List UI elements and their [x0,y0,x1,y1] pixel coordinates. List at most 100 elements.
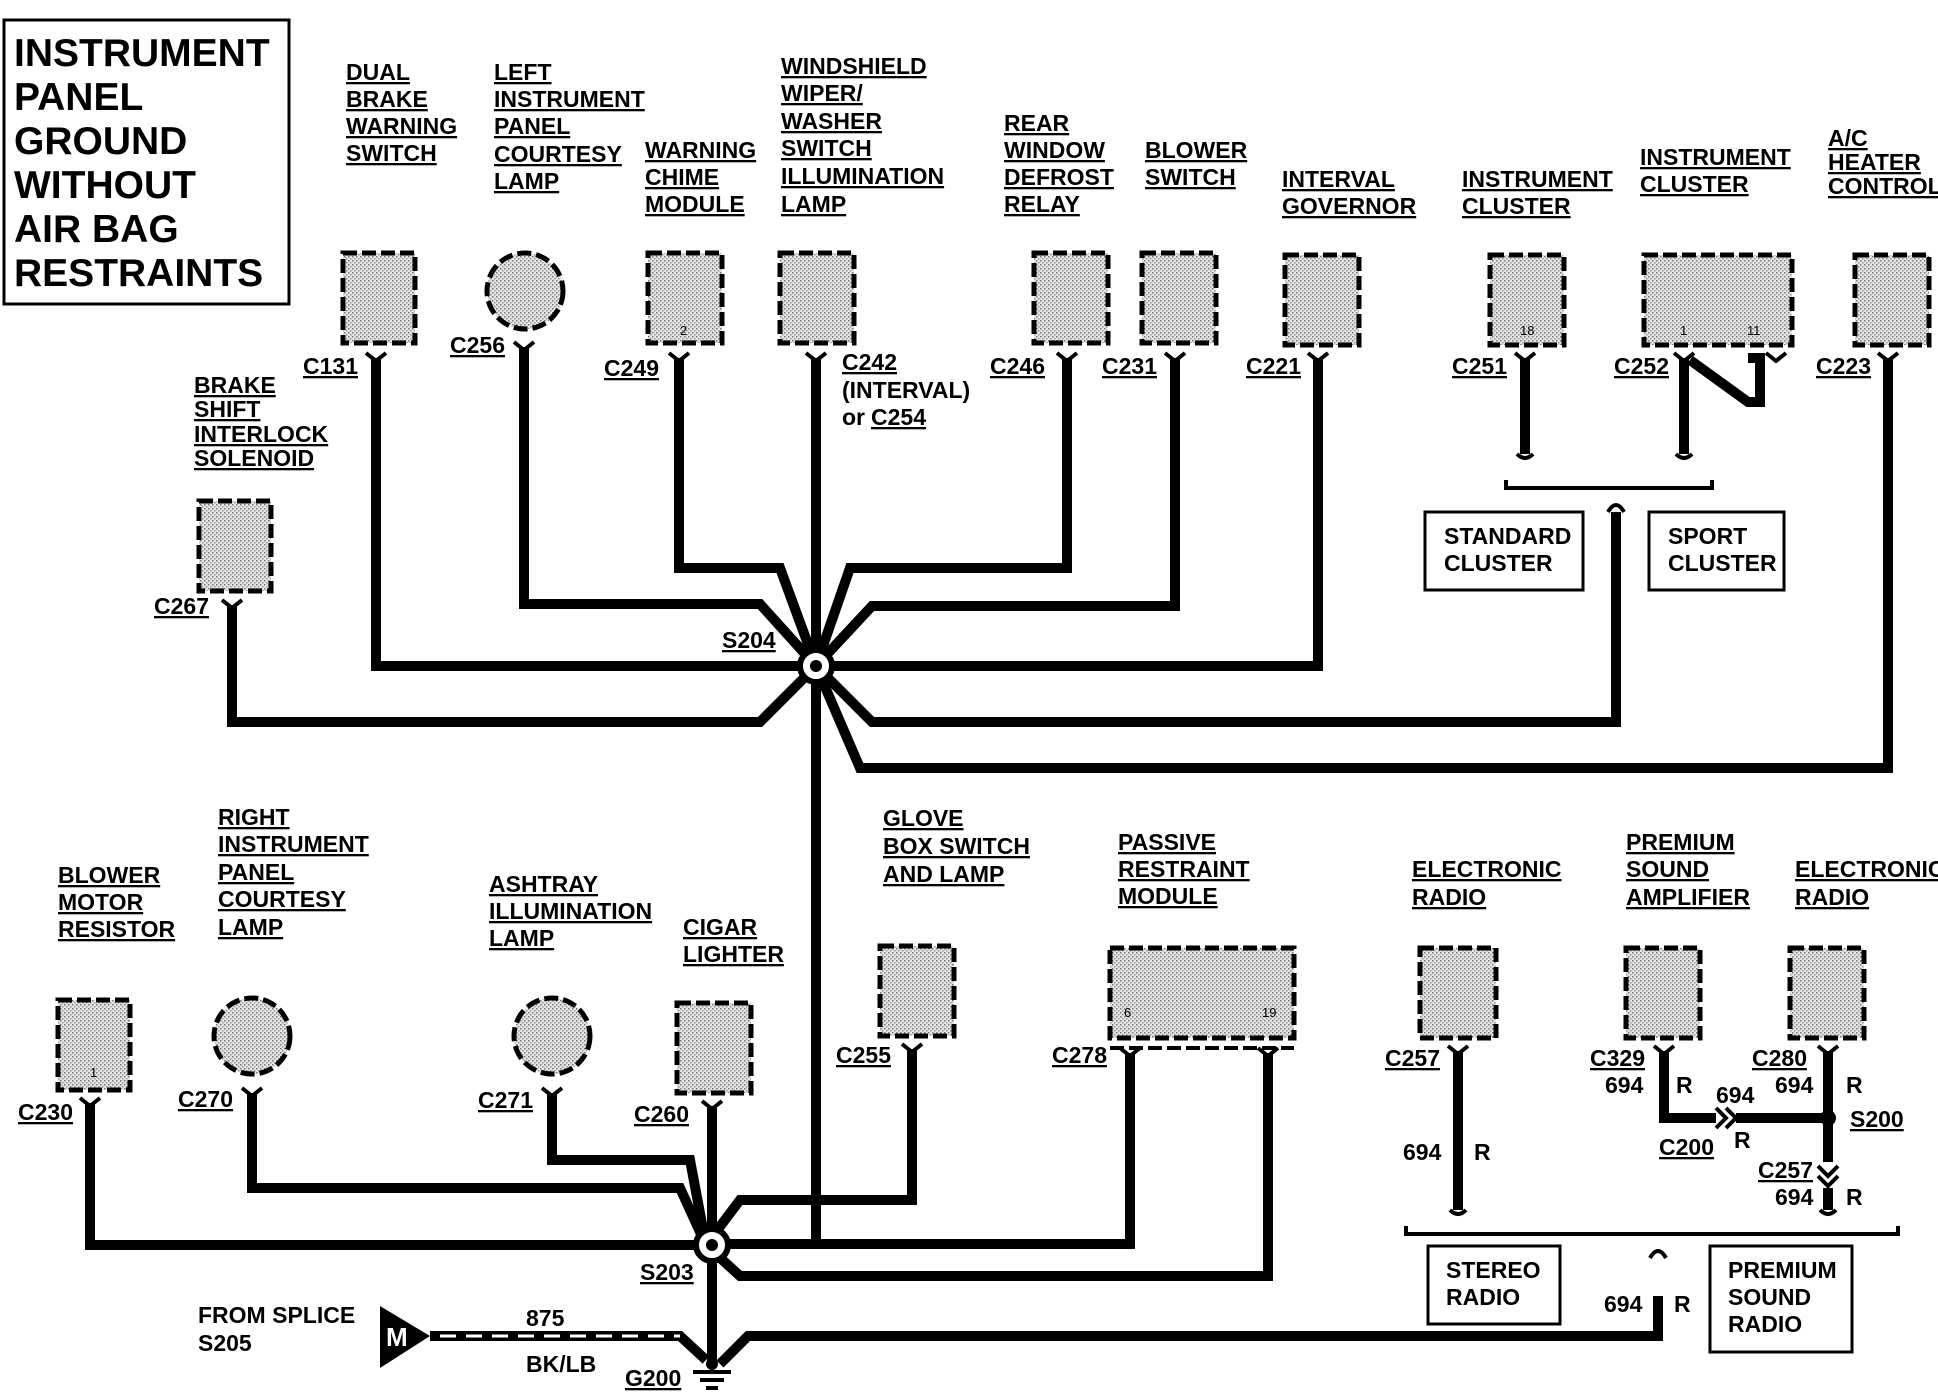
svg-text:MOTOR: MOTOR [58,889,144,915]
svg-text:INSTRUMENT: INSTRUMENT [14,32,270,75]
svg-text:AIR BAG: AIR BAG [14,208,179,251]
svg-text:CIGAR: CIGAR [683,914,758,940]
svg-text:WASHER: WASHER [781,108,882,134]
svg-text:C221: C221 [1246,353,1301,379]
windshield-wiper-switch-lamp: WINDSHIELD WIPER/ WASHER SWITCH ILLUMINA… [777,53,970,430]
svg-text:G200: G200 [625,1365,681,1391]
svg-text:COURTESY: COURTESY [494,141,622,167]
radio-wiring: 694 R 694 R 694 R C200 694 R C257 694 R … [1403,1051,1900,1317]
svg-text:PANEL: PANEL [14,76,143,119]
svg-text:A/C: A/C [1828,125,1868,151]
splice-s204: S204 [722,627,776,653]
radio-option-boxes: STEREO RADIO PREMIUM SOUND RADIO [1426,1244,1854,1354]
svg-text:PASSIVE: PASSIVE [1118,829,1216,855]
svg-text:C231: C231 [1102,353,1157,379]
svg-text:R: R [1734,1127,1751,1153]
svg-text:WINDOW: WINDOW [1004,137,1105,163]
splice-s203: S203 [640,1259,694,1285]
left-instrument-panel-courtesy-lamp: LEFT INSTRUMENT PANEL COURTESY LAMP C256 [450,59,645,358]
svg-text:PREMIUM: PREMIUM [1728,1257,1837,1283]
ground-feed-s205: FROM SPLICE S205 M 875 BK/LB G200 [198,1302,710,1391]
svg-text:S204: S204 [722,627,776,653]
svg-text:SOLENOID: SOLENOID [194,445,314,471]
svg-text:HEATER: HEATER [1828,149,1921,175]
svg-text:694: 694 [1775,1072,1814,1098]
glove-box-switch-lamp: GLOVE BOX SWITCH AND LAMP C255 [836,805,1030,1068]
svg-text:C260: C260 [634,1101,689,1127]
svg-text:ILLUMINATION: ILLUMINATION [489,898,652,924]
svg-text:LAMP: LAMP [494,168,559,194]
svg-text:ILLUMINATION: ILLUMINATION [781,163,944,189]
svg-text:694: 694 [1403,1139,1442,1165]
svg-text:COURTESY: COURTESY [218,886,346,912]
svg-text:RIGHT: RIGHT [218,804,290,830]
svg-text:CONTROL: CONTROL [1828,173,1938,199]
svg-text:694: 694 [1775,1184,1814,1210]
svg-text:LAMP: LAMP [781,191,846,217]
svg-text:BK/LB: BK/LB [526,1351,596,1377]
svg-text:S205: S205 [198,1330,252,1356]
svg-text:M: M [386,1322,408,1352]
svg-text:BOX SWITCH: BOX SWITCH [883,833,1030,859]
svg-text:AND LAMP: AND LAMP [883,861,1004,887]
ashtray-illumination-lamp: ASHTRAY ILLUMINATION LAMP C271 [478,871,652,1113]
lower-ground-wires [78,1042,1840,1390]
rear-window-defrost-relay: REAR WINDOW DEFROST RELAY C246 [990,110,1114,379]
svg-text:C200: C200 [1659,1134,1714,1160]
svg-text:S203: S203 [640,1259,694,1285]
svg-text:BRAKE: BRAKE [194,372,276,398]
svg-text:RESISTOR: RESISTOR [58,916,176,942]
svg-text:INSTRUMENT: INSTRUMENT [1462,166,1613,192]
svg-text:WARNING: WARNING [645,137,756,163]
svg-text:MODULE: MODULE [1118,883,1218,909]
passive-restraint-module: PASSIVE RESTRAINT MODULE 6 19 C278 [1052,829,1297,1068]
svg-text:WINDSHIELD: WINDSHIELD [781,53,927,79]
cigar-lighter: CIGAR LIGHTER C260 [634,914,784,1127]
svg-text:BLOWER: BLOWER [58,862,161,888]
svg-text:19: 19 [1262,1005,1276,1020]
svg-text:18: 18 [1520,323,1534,338]
svg-text:FROM SPLICE: FROM SPLICE [198,1302,355,1328]
svg-text:SOUND: SOUND [1626,856,1709,882]
svg-text:C246: C246 [990,353,1045,379]
svg-text:DUAL: DUAL [346,59,410,85]
svg-text:C329: C329 [1590,1045,1645,1071]
instrument-cluster-standard: INSTRUMENT CLUSTER 18 C251 [1452,166,1613,379]
svg-text:C131: C131 [303,353,358,379]
svg-text:RADIO: RADIO [1795,884,1869,910]
svg-text:ASHTRAY: ASHTRAY [489,871,598,897]
svg-text:BRAKE: BRAKE [346,86,428,112]
instrument-cluster-sport: INSTRUMENT CLUSTER 1 11 C252 [1614,144,1795,379]
svg-text:LAMP: LAMP [489,925,554,951]
svg-text:CLUSTER: CLUSTER [1640,171,1749,197]
svg-text:PANEL: PANEL [218,859,294,885]
dual-brake-warning-switch: DUAL BRAKE WARNING SWITCH C131 [303,59,457,379]
svg-text:WARNING: WARNING [346,113,457,139]
svg-text:694: 694 [1605,1072,1644,1098]
svg-text:R: R [1846,1072,1863,1098]
svg-text:SPORT: SPORT [1668,523,1747,549]
svg-text:RESTRAINTS: RESTRAINTS [14,252,263,295]
svg-text:R: R [1846,1184,1863,1210]
svg-text:WITHOUT: WITHOUT [14,164,196,207]
svg-text:C257: C257 [1758,1157,1813,1183]
svg-text:2: 2 [680,323,687,338]
brake-shift-interlock-solenoid: BRAKE SHIFT INTERLOCK SOLENOID C267 [154,372,329,619]
svg-text:11: 11 [1747,323,1761,338]
svg-text:STEREO: STEREO [1446,1257,1541,1283]
svg-text:C223: C223 [1816,353,1871,379]
svg-text:(INTERVAL): (INTERVAL) [842,377,970,403]
svg-text:C257: C257 [1385,1045,1440,1071]
svg-text:S200: S200 [1850,1106,1904,1132]
svg-text:C270: C270 [178,1086,233,1112]
upper-ground-wires [220,340,1900,1245]
svg-text:RADIO: RADIO [1446,1284,1520,1310]
svg-text:MODULE: MODULE [645,191,745,217]
svg-text:CLUSTER: CLUSTER [1462,193,1571,219]
svg-text:LAMP: LAMP [218,914,283,940]
svg-text:INTERVAL: INTERVAL [1282,166,1395,192]
svg-text:C251: C251 [1452,353,1507,379]
svg-text:R: R [1676,1072,1693,1098]
svg-text:PREMIUM: PREMIUM [1626,829,1735,855]
